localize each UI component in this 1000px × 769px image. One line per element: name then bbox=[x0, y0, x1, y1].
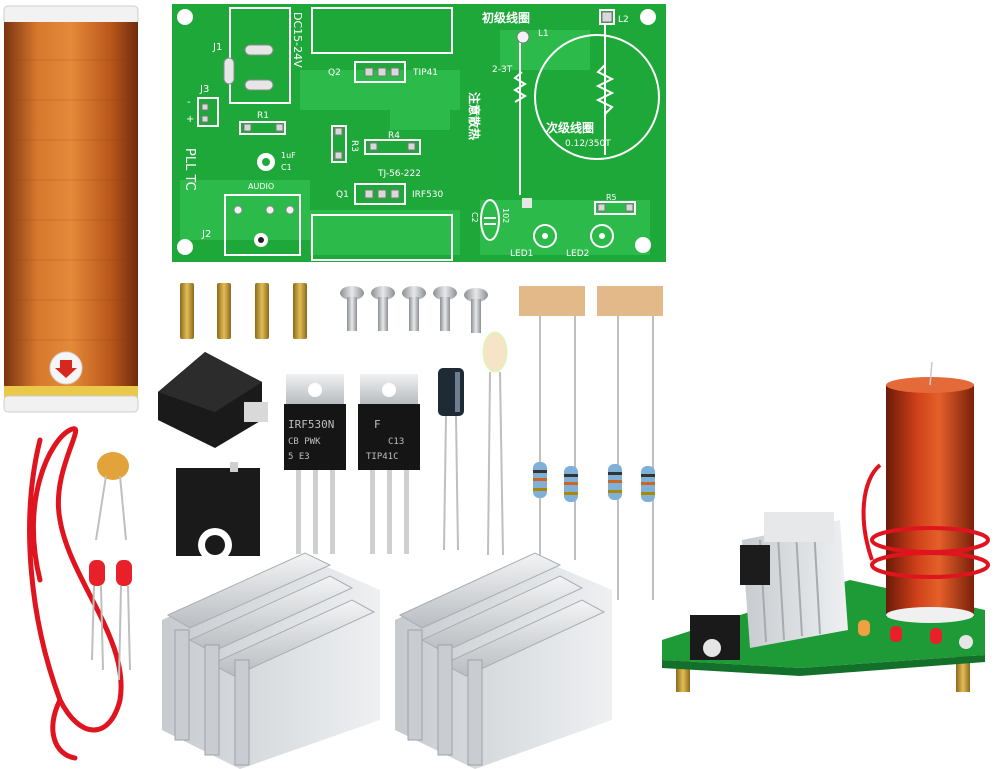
r3-label: R3 bbox=[349, 140, 359, 152]
mosfet-marking-2: CB PWK bbox=[288, 437, 321, 447]
minus-label: - bbox=[187, 97, 191, 108]
brass-standoffs bbox=[180, 283, 307, 339]
c2-label: C2 bbox=[470, 212, 479, 223]
plus-label: + bbox=[186, 114, 194, 125]
secondary-coil bbox=[3, 5, 139, 413]
tj-label: TJ-56-222 bbox=[377, 169, 421, 179]
mosfet-marking-3: 5 E3 bbox=[288, 452, 310, 462]
ceramic-capacitor bbox=[95, 452, 129, 541]
screws bbox=[340, 286, 488, 333]
transistor-marking-2: C13 bbox=[388, 437, 404, 447]
tip41-label: TIP41 bbox=[412, 68, 438, 78]
dc-voltage-label: DC15-24V bbox=[291, 12, 304, 68]
j1-label: J1 bbox=[212, 42, 222, 53]
led2-label: LED2 bbox=[566, 249, 589, 259]
mosfet-irf530n: IRF530N CB PWK 5 E3 bbox=[284, 374, 346, 554]
r4-label: R4 bbox=[388, 131, 400, 141]
electrolytic-capacitor bbox=[438, 368, 464, 551]
l1-label: L1 bbox=[538, 29, 549, 39]
transistor-marking-3: TIP41C bbox=[366, 452, 399, 462]
turns-label: 2-3T bbox=[492, 65, 513, 75]
secondary-coil-label: 次级线圈 bbox=[546, 120, 594, 135]
l2-label: L2 bbox=[618, 15, 629, 25]
secondary-spec-label: 0.12/350T bbox=[565, 139, 611, 149]
dc-power-jack bbox=[158, 352, 268, 448]
neon-bulb bbox=[482, 331, 508, 556]
heatsink-right bbox=[395, 552, 612, 769]
q2-label: Q2 bbox=[328, 68, 341, 78]
irf530-label: IRF530 bbox=[412, 190, 444, 200]
q1-label: Q1 bbox=[336, 190, 349, 200]
resistors bbox=[533, 462, 655, 502]
cap-102-label: 102 bbox=[501, 208, 510, 223]
transistor-marking-1: F bbox=[374, 418, 381, 431]
arrow-down-icon bbox=[55, 360, 77, 378]
heat-warning-label: 注意散热 bbox=[467, 92, 482, 140]
transistor-tip41c: F C13 TIP41C bbox=[358, 374, 420, 554]
assembled-tesla-coil bbox=[662, 361, 990, 692]
red-wire bbox=[27, 426, 124, 761]
pll-tc-label: PLL TC bbox=[182, 148, 197, 191]
mosfet-marking-1: IRF530N bbox=[288, 418, 334, 431]
j2-label: J2 bbox=[201, 229, 211, 240]
led1-label: LED1 bbox=[510, 249, 533, 259]
audio-label: AUDIO bbox=[248, 182, 274, 191]
r1-label: R1 bbox=[257, 111, 269, 121]
c1-value-label: 1uF bbox=[281, 151, 296, 160]
red-leds bbox=[89, 560, 132, 681]
circuit-board: DC15-24V J1 J3 J2 - + PLL TC R1 1uF C1 A… bbox=[172, 4, 666, 262]
spark-strips bbox=[519, 286, 663, 600]
j3-label: J3 bbox=[199, 84, 209, 95]
heatsink-left bbox=[162, 552, 380, 769]
r5-label: R5 bbox=[606, 193, 617, 202]
c1-label: C1 bbox=[281, 163, 292, 172]
audio-jack bbox=[176, 462, 260, 562]
primary-coil-label: 初级线圈 bbox=[482, 10, 530, 25]
